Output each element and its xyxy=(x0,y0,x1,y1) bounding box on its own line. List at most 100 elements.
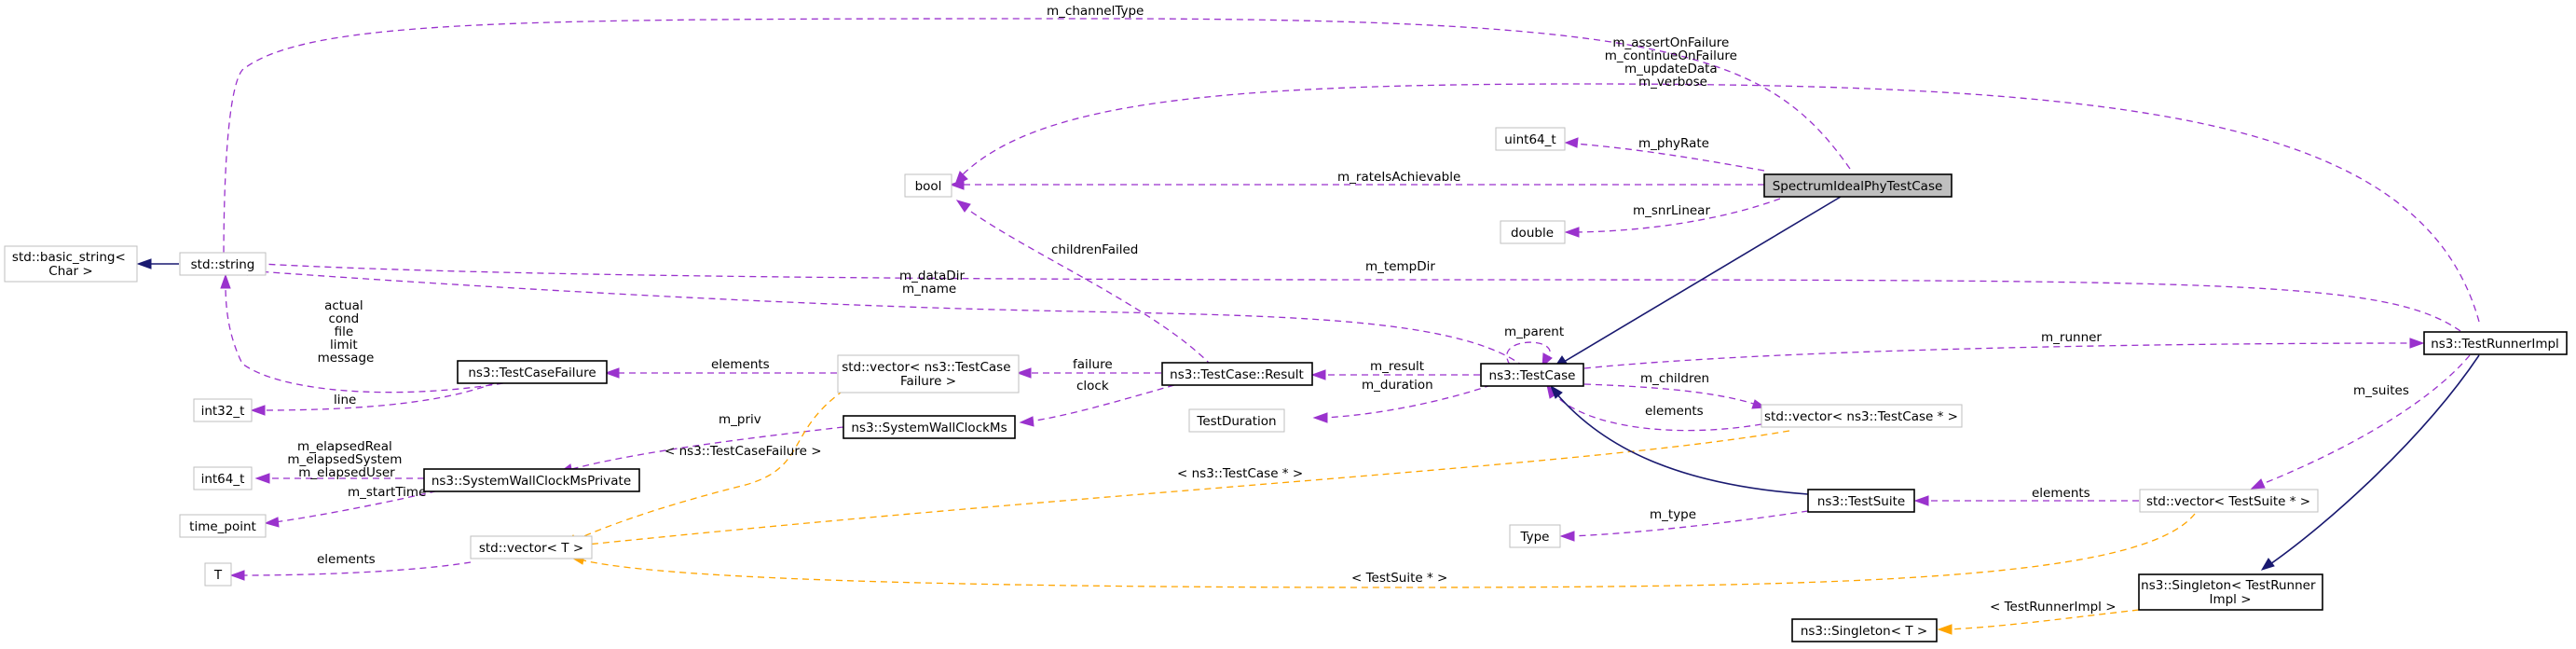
node-test-case[interactable]: ns3::TestCase xyxy=(1480,363,1584,387)
node-double[interactable]: double xyxy=(1500,220,1566,244)
edge-inherit-test-case-suite xyxy=(1555,393,1809,495)
node-std-string[interactable]: std::string xyxy=(179,252,267,276)
arrowhead xyxy=(1564,137,1579,148)
svg-text:ns3::TestCase: ns3::TestCase xyxy=(1489,368,1576,383)
arrowhead xyxy=(1564,227,1580,238)
node-type[interactable]: Type xyxy=(1509,524,1561,548)
svg-text:std::vector< ns3::TestCase * >: std::vector< ns3::TestCase * > xyxy=(1764,409,1958,424)
node-t[interactable]: T xyxy=(204,562,232,587)
node-spectrum-ideal-phy-test-case[interactable]: SpectrumIdealPhyTestCase xyxy=(1763,173,1953,198)
label-elements-t: elements xyxy=(317,552,376,567)
edge-m-duration xyxy=(1322,384,1492,419)
label-elements-failure: elements xyxy=(711,357,770,372)
label-line: line xyxy=(334,393,356,407)
label-elapsed-group: m_elapsedReal m_elapsedSystem m_elapsedU… xyxy=(287,439,405,480)
node-system-wall-clock-ms-private[interactable]: ns3::SystemWallClockMsPrivate xyxy=(423,468,640,492)
arrowhead xyxy=(254,473,270,484)
arrowhead xyxy=(250,405,266,416)
label-m-type: m_type xyxy=(1650,507,1696,522)
node-test-suite[interactable]: ns3::TestSuite xyxy=(1807,489,1915,513)
node-singleton-test-runner-impl[interactable]: ns3::Singleton< TestRunner Impl > xyxy=(2138,573,2323,611)
node-std-basic-string[interactable]: std::basic_string< Char > xyxy=(4,245,138,283)
arrowhead xyxy=(2409,338,2425,349)
node-system-wall-clock-ms[interactable]: ns3::SystemWallClockMs xyxy=(843,415,1016,439)
arrowhead xyxy=(220,273,231,289)
node-test-case-result[interactable]: ns3::TestCase::Result xyxy=(1161,362,1313,386)
nodes: SpectrumIdealPhyTestCase uint64_t bool d… xyxy=(4,127,2568,642)
edge-m-parent xyxy=(1506,341,1551,366)
svg-text:SpectrumIdealPhyTestCase: SpectrumIdealPhyTestCase xyxy=(1773,179,1943,194)
label-m-duration: m_duration xyxy=(1362,378,1433,393)
edge-tmpl-test-suite-ptr xyxy=(579,513,2196,588)
node-vector-t[interactable]: std::vector< T > xyxy=(470,535,593,559)
label-m-parent: m_parent xyxy=(1504,324,1564,339)
arrowhead xyxy=(2260,558,2275,571)
arrowhead xyxy=(955,200,971,213)
node-uint64-t[interactable]: uint64_t xyxy=(1495,127,1566,151)
edge-m-phy-rate xyxy=(1574,143,1765,172)
label-m-snr-linear: m_snrLinear xyxy=(1633,203,1710,218)
svg-text:Type: Type xyxy=(1519,530,1549,545)
node-vector-test-suite-ptr[interactable]: std::vector< TestSuite * > xyxy=(2139,489,2319,513)
edge-elements-testcase xyxy=(1551,391,1762,432)
edge-m-start-time xyxy=(274,488,448,523)
svg-text:ns3::Singleton< TestRunner: ns3::Singleton< TestRunner Impl > xyxy=(2141,578,2320,607)
arrowhead xyxy=(1019,416,1035,427)
label-m-result: m_result xyxy=(1370,359,1424,374)
node-vector-test-case-ptr[interactable]: std::vector< ns3::TestCase * > xyxy=(1761,404,1963,428)
edge-clock xyxy=(1029,384,1175,422)
node-bool[interactable]: bool xyxy=(904,173,952,198)
edge-m-snr-linear xyxy=(1574,198,1781,233)
label-m-runner: m_runner xyxy=(2041,330,2102,345)
node-time-point[interactable]: time_point xyxy=(179,514,267,538)
label-m-priv: m_priv xyxy=(719,412,761,427)
edge-m-channel-type xyxy=(223,18,1851,265)
label-failure-fields: actual cond file limit message xyxy=(318,298,375,366)
arrowhead xyxy=(1913,495,1929,506)
label-m-channel-type: m_channelType xyxy=(1047,4,1144,19)
arrowhead xyxy=(604,367,620,379)
node-vector-test-case-failure[interactable]: std::vector< ns3::TestCase Failure > xyxy=(837,354,1020,394)
edge-children-failed xyxy=(964,206,1213,366)
label-tmpl-test-runner-impl: < TestRunnerImpl > xyxy=(1990,600,2117,614)
node-test-runner-impl[interactable]: ns3::TestRunnerImpl xyxy=(2423,331,2568,355)
node-singleton-t[interactable]: ns3::Singleton< T > xyxy=(1791,618,1938,642)
label-children-failed: childrenFailed xyxy=(1051,242,1138,257)
svg-text:ns3::SystemWallClockMsPrivate: ns3::SystemWallClockMsPrivate xyxy=(432,474,631,489)
edge-tmpl-test-case-ptr xyxy=(577,430,1790,546)
svg-text:ns3::TestCaseFailure: ns3::TestCaseFailure xyxy=(468,366,596,380)
svg-text:double: double xyxy=(1511,226,1554,241)
node-int64-t[interactable]: int64_t xyxy=(193,466,253,490)
svg-text:ns3::TestSuite: ns3::TestSuite xyxy=(1817,494,1905,509)
label-clock: clock xyxy=(1076,379,1109,394)
edge-failure-fields xyxy=(225,283,504,394)
svg-text:int32_t: int32_t xyxy=(201,404,245,419)
svg-text:std::vector< ns3::TestCase: std::vector< ns3::TestCase Failure > xyxy=(842,360,1015,389)
svg-text:ns3::Singleton< T >: ns3::Singleton< T > xyxy=(1801,624,1927,639)
svg-text:T: T xyxy=(213,568,223,583)
edge-labels: m_channelType m_assertOnFailure m_contin… xyxy=(287,4,2409,614)
node-test-duration[interactable]: TestDuration xyxy=(1188,408,1285,433)
edge-inherit-test-case-spectrum xyxy=(1563,196,1842,363)
edge-m-children xyxy=(1583,383,1758,406)
label-tmpl-test-case-ptr: < ns3::TestCase * > xyxy=(1177,466,1303,481)
node-int32-t[interactable]: int32_t xyxy=(193,398,253,422)
arrowhead xyxy=(1310,369,1326,380)
svg-text:bool: bool xyxy=(915,179,942,194)
label-tmpl-test-suite-ptr: < TestSuite * > xyxy=(1351,571,1447,586)
edge-tmpl-test-case-failure xyxy=(572,383,854,542)
arrowhead xyxy=(136,258,152,269)
arrowhead xyxy=(264,517,280,528)
arrowhead xyxy=(229,570,245,581)
label-data-dir-name: m_dataDir m_name xyxy=(899,269,968,297)
label-m-phy-rate: m_phyRate xyxy=(1638,136,1709,151)
arrowhead xyxy=(1016,367,1032,379)
arrowhead xyxy=(949,179,965,190)
edge-elements-t xyxy=(240,561,472,576)
label-elements-testcase: elements xyxy=(1645,404,1704,419)
label-m-temp-dir: m_tempDir xyxy=(1365,259,1435,274)
node-test-case-failure[interactable]: ns3::TestCaseFailure xyxy=(457,360,608,384)
svg-text:std::basic_string< Cha: std::basic_string< Char > xyxy=(12,250,130,279)
label-tmpl-test-case-failure: < ns3::TestCaseFailure > xyxy=(665,444,822,459)
label-m-start-time: m_startTime xyxy=(348,485,426,500)
